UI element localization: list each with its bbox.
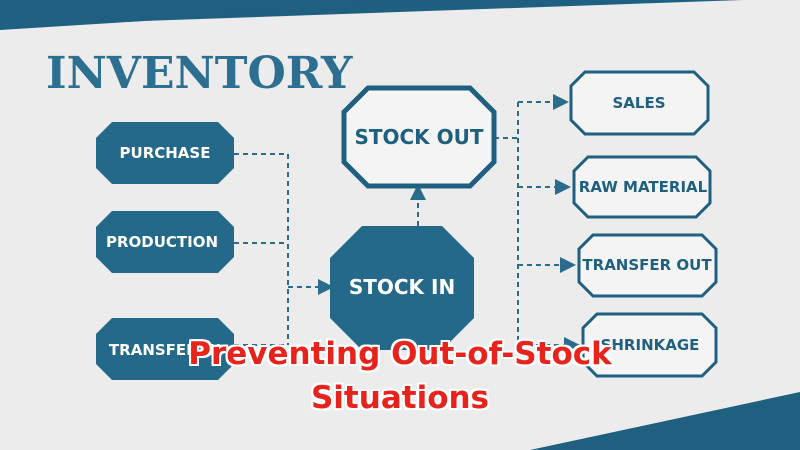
source-production-label: PRODUCTION	[106, 233, 218, 251]
output-sales-label: SALES	[612, 94, 665, 112]
output-shrinkage: SHRINKAGE	[581, 312, 718, 378]
output-transfer-out-label: TRANSFER OUT	[582, 256, 712, 274]
output-raw-material: RAW MATERIAL	[572, 155, 712, 219]
output-sales: SALES	[569, 70, 710, 136]
diagram-title: INVENTORY	[46, 48, 353, 99]
caption-line-2: Situations	[310, 380, 490, 416]
output-raw-material-label: RAW MATERIAL	[579, 178, 708, 196]
stock-out-label: STOCK OUT	[354, 125, 483, 149]
bottom-band	[530, 392, 800, 450]
caption-line-1: Preventing Out-of-Stock	[188, 336, 612, 372]
source-transfer-in: TRANSFER IN	[96, 318, 234, 380]
output-transfer-out: TRANSFER OUT	[577, 233, 718, 298]
stock-in-node: STOCK IN	[330, 226, 474, 350]
top-band-left	[0, 0, 480, 30]
stock-in-label: STOCK IN	[349, 275, 455, 299]
source-production: PRODUCTION	[96, 211, 234, 273]
connector-purchase	[234, 153, 289, 345]
output-shrinkage-label: SHRINKAGE	[601, 336, 700, 354]
source-purchase: PURCHASE	[96, 122, 234, 184]
stock-out-node: STOCK OUT	[341, 85, 497, 189]
source-purchase-label: PURCHASE	[120, 144, 211, 162]
source-transfer-in-label: TRANSFER IN	[109, 341, 221, 359]
